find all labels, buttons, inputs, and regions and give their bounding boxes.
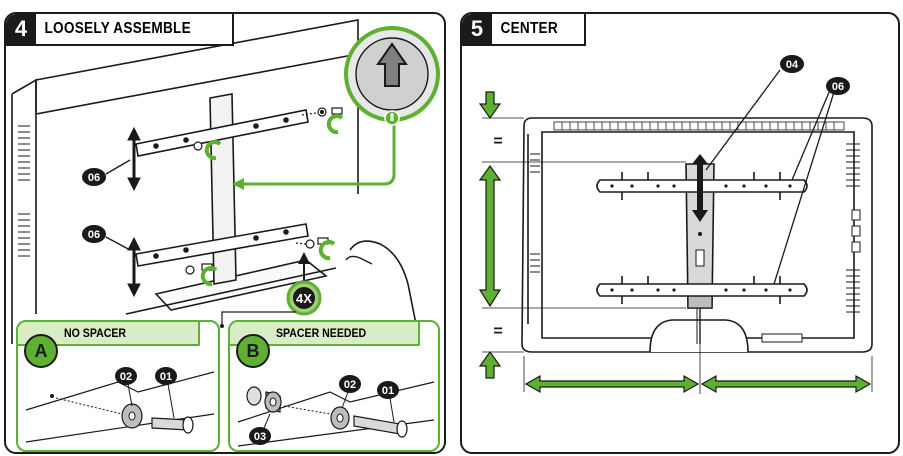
- callout-bottom-label: 06: [88, 229, 100, 241]
- green-arrows: [478, 91, 872, 394]
- step-5-title: CENTER: [500, 20, 558, 37]
- zoom-detail: [344, 26, 440, 126]
- step-4-number: 4: [6, 14, 36, 44]
- step-4-panel: 4 LOOSELY ASSEMBLE: [4, 12, 446, 454]
- step-4-illustration: 06 06 4X: [11, 19, 440, 344]
- callout-06: 06: [773, 77, 850, 285]
- inset-a-no-spacer: NO SPACER 02 01 A: [16, 320, 220, 452]
- hand-outline: [349, 240, 417, 325]
- rotate-arrow-icon: [200, 114, 344, 287]
- callout-top-label: 06: [88, 172, 100, 184]
- inset-b-spacer-label: 03: [254, 431, 266, 443]
- zoom-connector: [238, 124, 396, 186]
- step-5-number: 5: [462, 14, 492, 44]
- double-arrow-icon: [127, 126, 141, 298]
- inset-a-bolt-label: 01: [160, 371, 172, 383]
- bottom-arm: [596, 276, 808, 304]
- step-5-illustration: 04 06 = =: [478, 55, 873, 394]
- step-5-header: 5 CENTER: [462, 14, 586, 46]
- callout-bottom-06: 06: [82, 225, 131, 251]
- step-4-header: 4 LOOSELY ASSEMBLE: [6, 14, 235, 46]
- side-ports: [851, 209, 861, 253]
- callout-top-06: 06: [82, 159, 131, 186]
- equal-bottom-label: =: [493, 323, 502, 340]
- step-5-panel: 5 CENTER: [460, 12, 900, 454]
- callout-04: 04: [705, 55, 804, 171]
- inset-a-washer-label: 02: [120, 371, 132, 383]
- vent-row: [553, 121, 845, 131]
- up-arrow-icon: [376, 42, 408, 87]
- mounting-plate: [209, 93, 237, 285]
- bottom-arm: [135, 223, 309, 267]
- double-arrow-icon: [692, 154, 708, 222]
- inset-b-title: SPACER NEEDED: [276, 326, 367, 340]
- inset-b-letter: B: [236, 334, 270, 368]
- inset-a-letter: A: [24, 334, 58, 368]
- inset-b-spacer-needed: SPACER NEEDED 02 01 03 B: [228, 320, 440, 452]
- inset-b-washer-label: 02: [344, 379, 356, 391]
- quantity-label: 4X: [296, 291, 312, 306]
- vent-slots: [18, 125, 30, 257]
- inset-a-title: NO SPACER: [64, 326, 126, 340]
- inset-b-illustration: 02 01 03: [237, 375, 435, 447]
- tv-outline: [11, 19, 359, 344]
- top-arm: [135, 109, 309, 157]
- callout-04-label: 04: [786, 59, 799, 71]
- inset-a-illustration: 02 01: [25, 367, 215, 443]
- tv-stand: [649, 319, 749, 353]
- quantity-badge: 4X: [286, 280, 322, 316]
- side-vents: [530, 143, 860, 313]
- equal-top-label: =: [493, 133, 502, 150]
- callout-06-label: 06: [832, 81, 844, 93]
- screws: [185, 107, 343, 275]
- step-4-title: LOOSELY ASSEMBLE: [44, 20, 191, 37]
- inset-b-bolt-label: 01: [382, 385, 394, 397]
